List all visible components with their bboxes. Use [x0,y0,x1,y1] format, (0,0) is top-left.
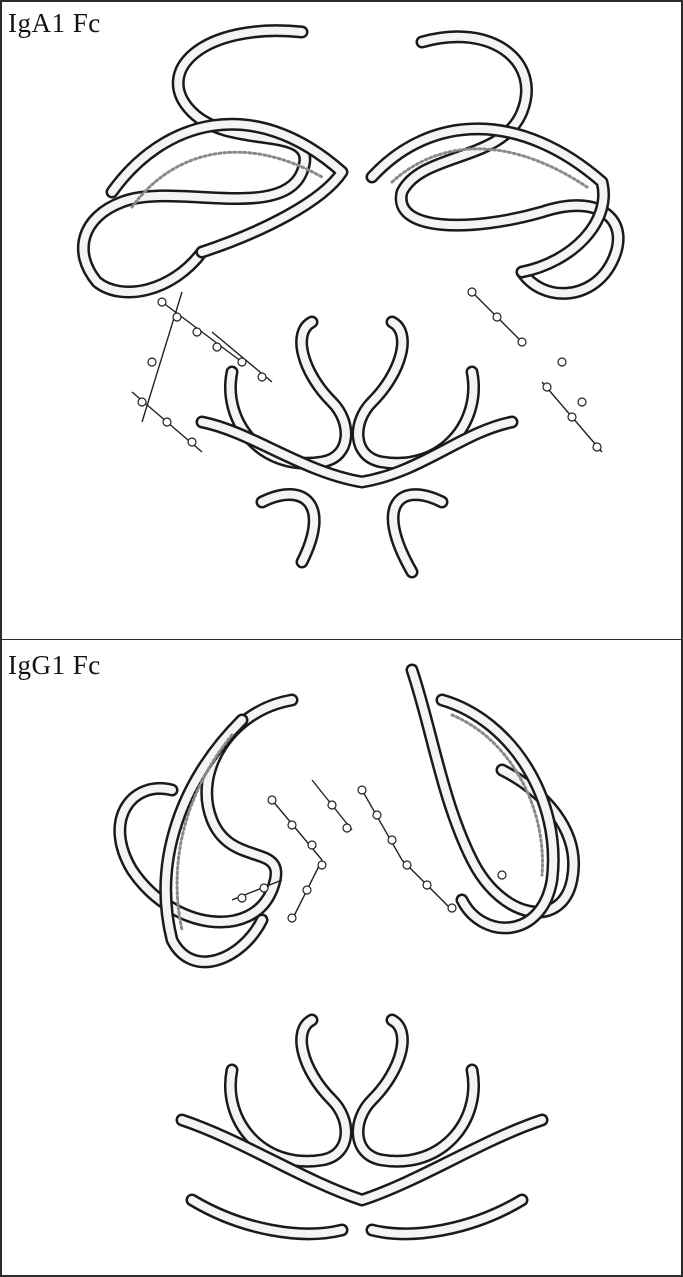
lower-domains [202,322,512,572]
panel-label-iga1: IgA1 Fc [8,8,101,39]
iga1-ribbon-structure [2,2,683,640]
lower-domains-igg1 [182,1020,542,1234]
left-upper-domain-igg1 [120,700,292,962]
right-upper-domain [372,37,618,294]
left-upper-domain [83,31,342,292]
right-upper-domain-igg1 [412,670,574,928]
panel-igg1-fc: IgG1 Fc [0,639,683,1277]
igg1-ribbon-structure [2,640,683,1277]
panel-label-igg1: IgG1 Fc [8,650,101,681]
panel-iga1-fc: IgA1 Fc [0,0,683,640]
